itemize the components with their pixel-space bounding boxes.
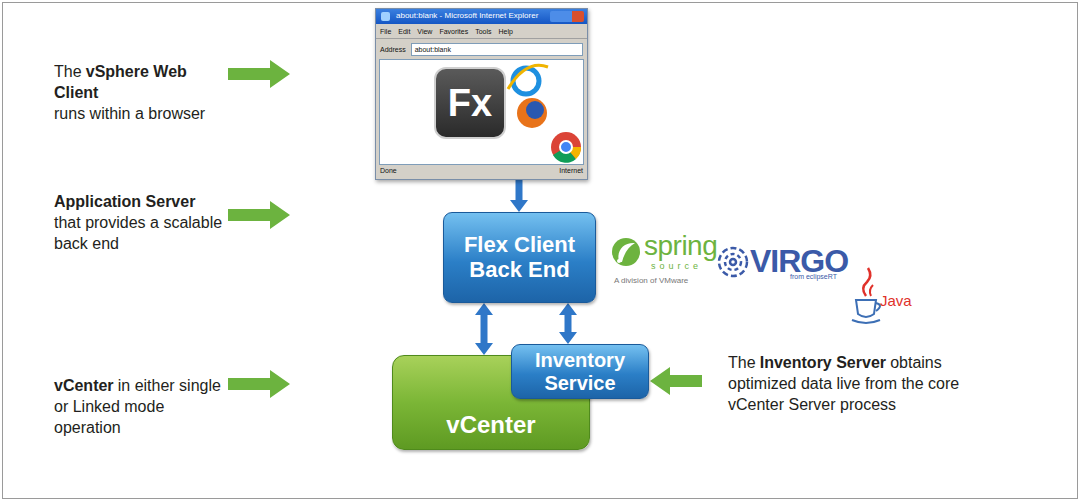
ie-logo (513, 68, 539, 94)
box-label: Inventory Service (520, 349, 640, 394)
window-title: about:blank - Microsoft Internet Explore… (396, 11, 538, 20)
callout-text-part: vCenter (54, 377, 114, 394)
service-box: Inventory Service (511, 344, 649, 399)
callout-text: vCenterin either single or Linked mode o… (54, 376, 226, 438)
callout-text-part: The (54, 63, 82, 80)
window-icon (381, 12, 390, 21)
ie-ring (508, 65, 548, 89)
icon-label: Fx (448, 82, 492, 125)
callout-arrows (228, 60, 702, 398)
connector-arrow (559, 303, 577, 344)
menu-bar: File Edit View Favorites Tools Help (380, 28, 513, 35)
callout-arrow (228, 60, 290, 88)
address-row: Address about:blank (380, 43, 583, 56)
callout-text-part: The (728, 354, 756, 371)
connector-shaft (481, 313, 488, 345)
callout-arrow (228, 201, 290, 229)
firefox-logo (517, 98, 547, 128)
callout-text: ThevSphere Web Clientruns within a brows… (54, 62, 226, 124)
callout-arrow (228, 370, 290, 398)
callout-text-part: that provides a scalable back end (54, 213, 226, 255)
frame (3, 3, 1078, 499)
connector-shaft (565, 313, 572, 334)
callout-text-part: Inventory Server (760, 354, 886, 371)
callout-text: Application Serverthat provides a scalab… (54, 192, 226, 254)
menu-item: View (417, 28, 432, 35)
menu-item: File (380, 28, 391, 35)
address-text: about:blank (415, 46, 451, 53)
logo-text: from eclipseRT (790, 273, 837, 280)
arrow-head (559, 303, 577, 344)
address-label: Address (380, 46, 406, 53)
connector-arrow (510, 180, 528, 212)
connector-shaft (516, 180, 523, 202)
arrow-head (510, 200, 528, 212)
chrome-logo (551, 132, 581, 162)
status-text: Done (380, 167, 397, 177)
chrome-center (560, 141, 572, 153)
menu-item: Edit (398, 28, 410, 35)
callout-text-part: runs within a browser (54, 104, 226, 125)
toolbar (376, 38, 587, 39)
arrow-head (475, 303, 493, 355)
browser-window: about:blank - Microsoft Internet Explore… (375, 8, 588, 180)
logo-text: A division of VMware (614, 276, 688, 285)
logo-text: source (651, 261, 702, 271)
virgo-logo (719, 248, 747, 276)
status-bar: Done Internet (380, 167, 583, 177)
menu-item: Tools (475, 28, 491, 35)
address-box: about:blank (411, 43, 583, 56)
status-zone: Internet (559, 167, 583, 177)
logo-text: Java (880, 292, 912, 309)
callout-arrow (650, 367, 702, 395)
flex-icon: Fx (434, 67, 506, 139)
server-box: vCenterInventory Service (392, 355, 590, 450)
logo-text: spring (644, 230, 717, 262)
spring-logo (612, 238, 640, 266)
process-box: Flex Client Back End (443, 212, 596, 303)
firefox-globe (526, 101, 544, 119)
java-logo (852, 268, 880, 323)
connector-arrow (475, 303, 493, 355)
box-label: vCenter (393, 411, 589, 439)
window-controls (550, 11, 584, 22)
menu-item: Favorites (439, 28, 468, 35)
menu-item: Help (499, 28, 513, 35)
box-label: Flex Client Back End (452, 233, 587, 282)
callout-text-part: Application Server (54, 192, 226, 213)
callout-text: TheInventory Serverobtains optimized dat… (728, 353, 963, 415)
